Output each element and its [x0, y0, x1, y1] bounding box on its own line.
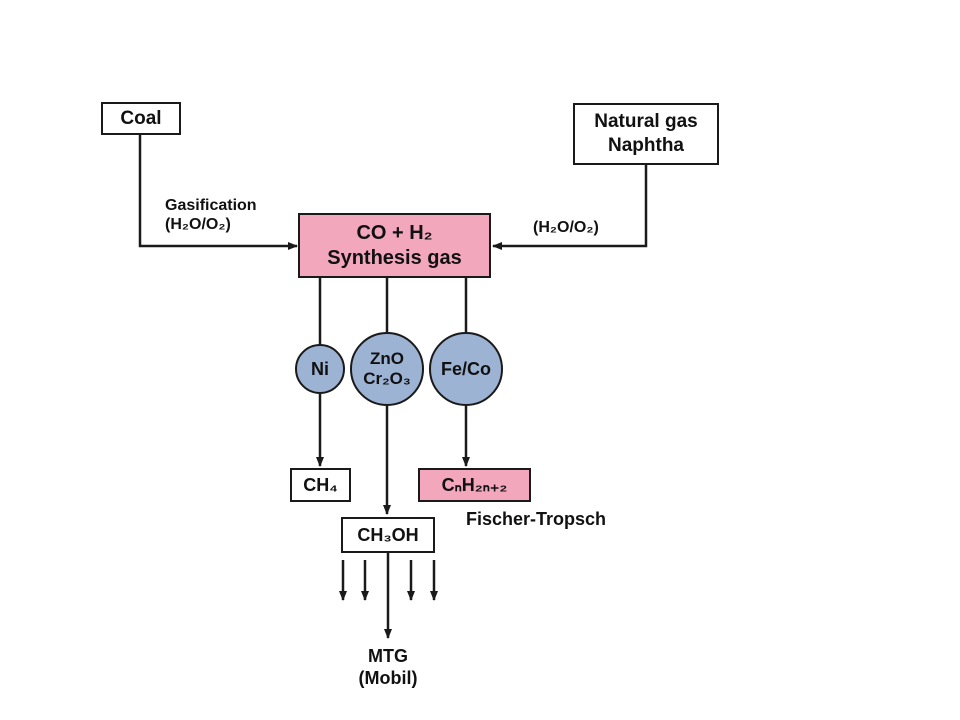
naphtha-label: Naphtha [608, 135, 684, 156]
ni-catalyst: Ni [295, 344, 345, 394]
synthesis-gas-label: Synthesis gas [327, 246, 462, 269]
mtg-text: MTG [368, 646, 408, 666]
arrow-coal-to-syngas [138, 134, 298, 250]
ch3oh-label: CH₃OH [357, 524, 419, 545]
coal-box: Coal [101, 102, 181, 135]
natural-gas-box: Natural gas Naphtha [573, 103, 719, 165]
ch4-label: CH₄ [303, 474, 338, 495]
gasification-text: Gasification [165, 197, 257, 214]
ni-label: Ni [311, 358, 329, 379]
zno-cr2o3-catalyst: ZnO Cr₂O₃ [350, 332, 424, 406]
right-reagent-text: (H₂O/O₂) [533, 219, 599, 236]
mtg-label: MTG (Mobil) [338, 646, 438, 689]
mobil-text: (Mobil) [358, 667, 418, 688]
ch4-box: CH₄ [290, 468, 351, 502]
natural-gas-label: Natural gas [594, 111, 698, 133]
fischer-tropsch-label: Fischer-Tropsch [466, 509, 606, 531]
arrow-natgas-to-syngas [492, 164, 648, 250]
zno-label: ZnO [370, 349, 404, 369]
hydrocarbons-box: CₙH₂ₙ₊₂ [418, 468, 531, 502]
co-h2-label: CO + H₂ [356, 221, 433, 244]
gasification-label: Gasification (H₂O/O₂) [165, 196, 257, 234]
hydrocarbons-label: CₙH₂ₙ₊₂ [441, 474, 508, 495]
right-reagent-label: (H₂O/O₂) [533, 218, 599, 237]
gasification-reagent: (H₂O/O₂) [165, 216, 231, 234]
fe-co-label: Fe/Co [440, 358, 491, 379]
synthesis-gas-box: CO + H₂ Synthesis gas [298, 213, 491, 278]
cr2o3-label: Cr₂O₃ [363, 369, 411, 388]
fe-co-catalyst: Fe/Co [429, 332, 503, 406]
fischer-tropsch-text: Fischer-Tropsch [466, 509, 607, 529]
ch3oh-box: CH₃OH [341, 517, 435, 553]
coal-label: Coal [120, 107, 162, 129]
